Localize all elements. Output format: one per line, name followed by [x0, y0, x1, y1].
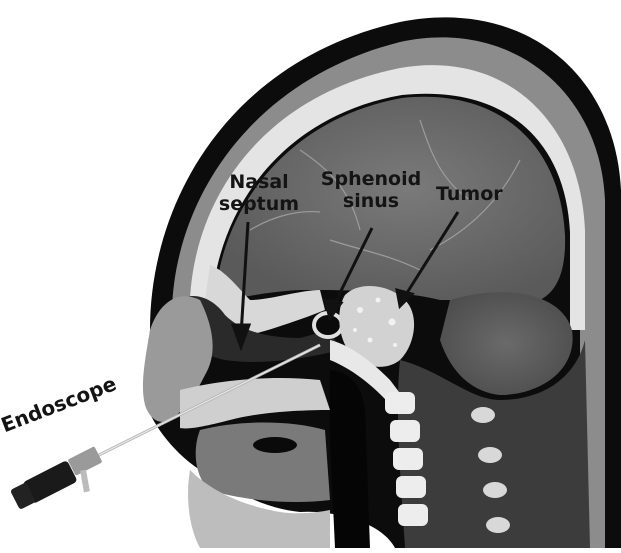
- sphenoid-sinus: [314, 313, 342, 337]
- nasal-septum-label-line2: septum: [214, 193, 304, 215]
- sphenoid-sinus-label: Sphenoid sinus: [306, 168, 436, 212]
- sphenoid-sinus-label-line1: Sphenoid: [306, 168, 436, 190]
- nasal-septum-label: Nasal septum: [214, 171, 304, 215]
- nasal-septum-label-line1: Nasal: [214, 171, 304, 193]
- sphenoid-sinus-label-line2: sinus: [306, 190, 436, 212]
- tumor-label: Tumor: [436, 183, 526, 205]
- oral-air: [253, 437, 297, 453]
